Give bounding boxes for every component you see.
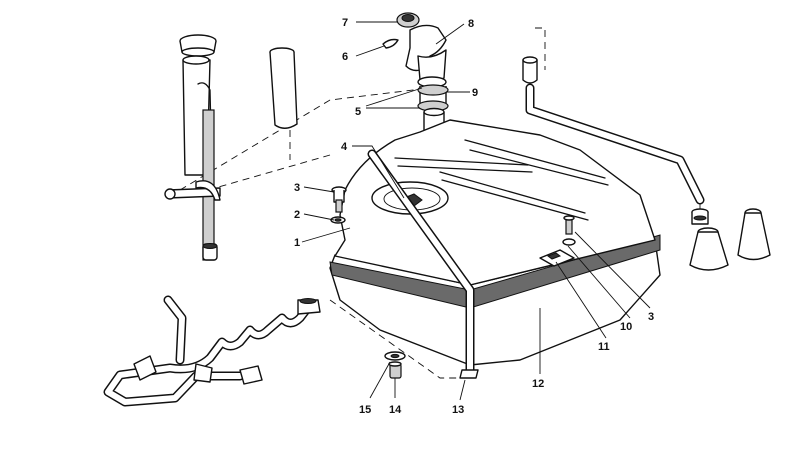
leader-lines	[301, 21, 651, 401]
callout-15: 15	[359, 404, 371, 416]
callout-5: 5	[355, 106, 361, 118]
vent-pipe	[367, 149, 479, 379]
callout-11: 11	[598, 341, 610, 353]
filler-neck	[382, 12, 449, 140]
callout-10: 10	[620, 321, 632, 333]
fuel-tank	[329, 119, 661, 366]
filler-tube-assembly	[164, 34, 221, 261]
overflow-hose	[522, 56, 709, 225]
callout-7: 7	[342, 17, 348, 29]
callout-2: 2	[294, 209, 300, 221]
callout-4: 4	[341, 141, 348, 153]
callout-14: 14	[389, 404, 402, 416]
callout-1: 1	[294, 237, 300, 249]
callout-13: 13	[452, 404, 464, 416]
callout-6: 6	[342, 51, 348, 63]
rubber-boots	[689, 208, 771, 271]
callout-12: 12	[532, 378, 544, 390]
grommet-and-plug	[384, 351, 406, 379]
fuel-line	[103, 295, 321, 407]
fasteners	[330, 186, 576, 246]
callout-9: 9	[472, 87, 478, 99]
callout-3-left: 3	[294, 182, 300, 194]
callout-3-right: 3	[648, 311, 654, 323]
callout-8: 8	[468, 18, 474, 30]
callout-labels: 7 8 6 9 5 4 3 2 1 3 10 11 12 13 14 15	[294, 17, 654, 416]
vent-tube	[269, 47, 298, 129]
